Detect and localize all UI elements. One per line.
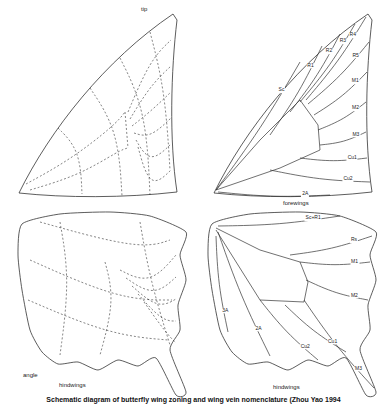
vein-name: M3 [351, 132, 360, 138]
hindwing-outline [208, 212, 377, 397]
vein-name: M3 [354, 366, 363, 372]
vein-line [300, 24, 355, 102]
wing-name-label: hindwings [272, 384, 301, 391]
vein-name: Cu2 [300, 344, 311, 350]
vein-name: R4 [349, 33, 357, 39]
vein-line [304, 300, 374, 388]
vein-name: R3 [339, 38, 347, 44]
vein-line [306, 17, 366, 100]
vein-name: Rs [350, 237, 358, 243]
vein-name: Sc [278, 87, 286, 93]
vein-line [308, 42, 369, 104]
vein-line [318, 102, 366, 130]
vein-name: R1 [306, 63, 314, 69]
vein-name: Cu2 [342, 177, 353, 183]
vein-name: M1 [350, 259, 359, 265]
vein-name: M2 [350, 293, 359, 299]
wing-part-label: tip [140, 6, 148, 13]
vein-line [260, 300, 318, 360]
wing-veins [216, 17, 374, 388]
wing-name-label: hindwings [58, 382, 87, 389]
vein-name: R2 [325, 48, 333, 54]
vein-line [216, 236, 228, 332]
forewing-outline [19, 14, 177, 197]
vein-line [306, 280, 368, 300]
vein-line [314, 72, 367, 115]
vein-line [218, 192, 330, 196]
vein-name: R5 [351, 53, 359, 59]
vein-name: Cu1 [347, 155, 358, 161]
vein-line [320, 132, 366, 145]
vein-name: M1 [351, 79, 360, 85]
hindwing-outline [18, 212, 187, 397]
wing-part-label: angle [22, 372, 39, 379]
forewing-outline [214, 14, 372, 197]
figure-caption: Schematic diagram of butterfly wing zoni… [4, 396, 383, 403]
vein-line [218, 216, 340, 226]
vein-name: 2A [254, 326, 262, 332]
vein-line [290, 34, 340, 112]
zone-lines [26, 32, 171, 196]
vein-line [218, 232, 270, 356]
wing-name-label: forewings [282, 200, 310, 207]
vein-line [216, 62, 300, 190]
zone-lines [28, 222, 176, 355]
vein-line [285, 305, 346, 352]
vein-line [270, 170, 370, 182]
vein-name: Cu1 [327, 339, 338, 345]
vein-name: Sc+R1 [305, 215, 322, 221]
vein-name: 3A [221, 308, 229, 314]
vein-line [290, 236, 372, 255]
vein-name: M2 [351, 105, 360, 111]
vein-name: 2A [301, 192, 309, 198]
vein-line [300, 262, 370, 265]
